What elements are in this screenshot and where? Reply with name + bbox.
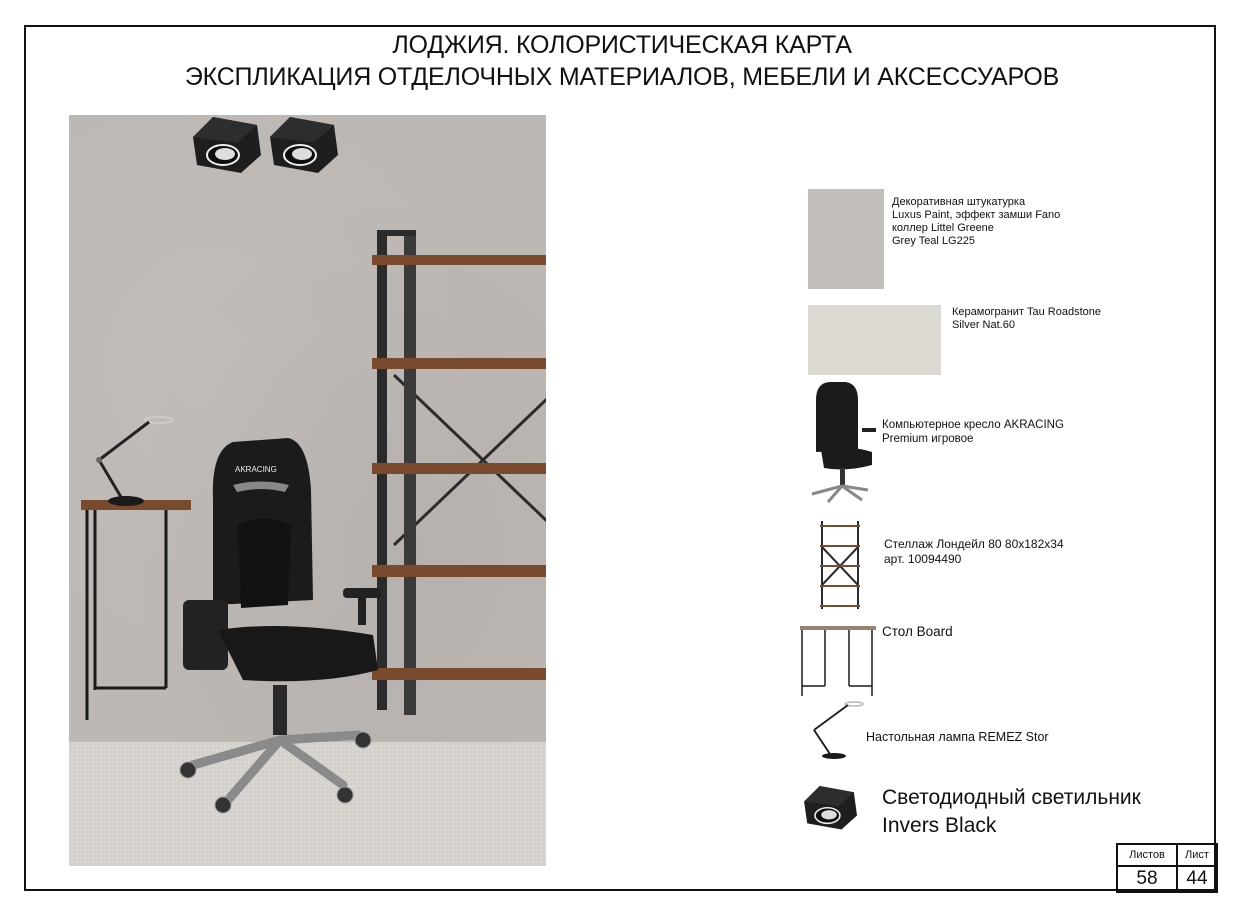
spotlight-icon <box>266 115 338 173</box>
legend-desk-text: Стол Board <box>882 624 953 639</box>
title-block: Листов Лист 58 44 <box>1116 843 1218 893</box>
page-title: ЛОДЖИЯ. КОЛОРИСТИЧЕСКАЯ КАРТА <box>392 31 852 59</box>
sheets-count-label: Листов <box>1118 845 1178 867</box>
chair-thumbnail <box>811 382 876 503</box>
lamp-thumbnail <box>813 701 864 759</box>
sheet-frame <box>24 25 1216 891</box>
sheet-number-label: Лист <box>1178 845 1216 867</box>
desk-lamp-illustration <box>96 416 174 506</box>
plaster-swatch <box>808 189 884 289</box>
legend-plaster-text: Декоративная штукатурка Luxus Paint, эфф… <box>892 196 1061 247</box>
legend-lamp-text: Настольная лампа REMEZ Stor <box>866 730 1049 744</box>
gaming-chair-illustration: AKRACING <box>179 438 381 814</box>
spotlight-thumbnail-icon <box>804 786 857 830</box>
shelf-thumbnail <box>820 521 860 609</box>
legend-spotlight-text: Светодиодный светильник Invers Black <box>882 786 1141 837</box>
porcelain-swatch <box>808 305 941 375</box>
spotlight-icon <box>189 115 261 173</box>
interior-collage: AKRACING <box>69 115 546 866</box>
sheets-count-value: 58 <box>1118 867 1178 891</box>
desk-thumbnail <box>800 626 876 696</box>
legend-shelf-text: Стеллаж Лондейл 80 80х182х34 арт. 100944… <box>884 537 1064 566</box>
legend-porcelain-text: Керамогранит Tau Roadstone Silver Nat.60 <box>952 306 1101 331</box>
shelf-illustration <box>372 230 546 715</box>
legend-chair-text: Компьютерное кресло AKRACING Premium игр… <box>882 419 1064 445</box>
chair-brand-label: AKRACING <box>235 465 277 474</box>
sheet-number-value: 44 <box>1186 868 1208 889</box>
page-subtitle: ЭКСПЛИКАЦИЯ ОТДЕЛОЧНЫХ МАТЕРИАЛОВ, МЕБЕЛ… <box>184 63 1060 91</box>
